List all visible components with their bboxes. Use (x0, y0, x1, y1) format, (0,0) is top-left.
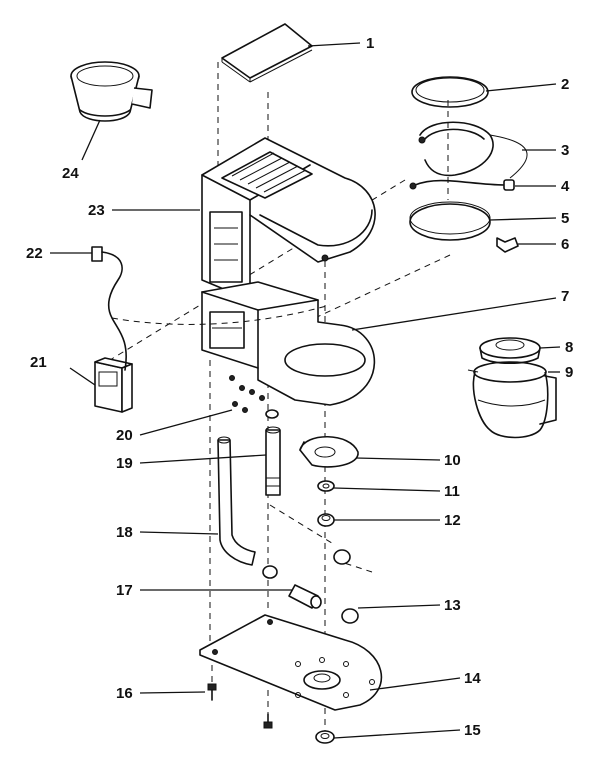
part-18-elbow-hose (217, 436, 256, 566)
part-14-label: 14 (464, 670, 481, 687)
part-12-label: 12 (444, 512, 461, 529)
part-19-label: 19 (116, 455, 133, 472)
part-3-heating-element (418, 121, 528, 179)
part-15-foot (315, 730, 335, 744)
part-4-label: 4 (561, 178, 570, 195)
part-5-reflector-ring (409, 201, 491, 241)
part-24-label: 24 (62, 165, 79, 182)
part-16-screws (207, 683, 273, 729)
part-20-screws (229, 375, 265, 413)
part-17-label: 17 (116, 582, 133, 599)
part-12-nut (317, 513, 335, 527)
part-10-valve-plate (299, 435, 359, 468)
part-19-tube (265, 409, 281, 496)
part-21-switch-box (94, 357, 133, 413)
part-number-labels: 1 2 3 4 5 6 7 8 9 10 11 12 13 14 15 16 1… (26, 35, 573, 739)
part-14-base-plate (199, 614, 383, 711)
part-3-label: 3 (561, 142, 569, 159)
part-9-carafe (467, 361, 557, 439)
part-13-label: 13 (444, 597, 461, 614)
part-6-clip-bracket (496, 237, 519, 253)
part-4-wire-lead (409, 179, 515, 191)
part-23-upper-housing (201, 137, 376, 301)
part-22-connector-cord (91, 246, 331, 371)
part-8-label: 8 (565, 339, 573, 356)
part-8-carafe-lid (479, 337, 541, 365)
part-11-label: 11 (444, 483, 460, 500)
part-2-gasket-ring (411, 76, 489, 108)
part-1-lid-plate (221, 23, 313, 83)
part-17-coupling (262, 565, 322, 609)
part-22-label: 22 (26, 245, 43, 262)
part-13-fitting (333, 549, 359, 624)
part-11-grommet (317, 480, 335, 492)
part-20-label: 20 (116, 427, 133, 444)
part-5-label: 5 (561, 210, 569, 227)
part-2-label: 2 (561, 76, 569, 93)
leader-lines (50, 42, 561, 739)
vent-grille (221, 151, 313, 199)
part-23-label: 23 (88, 202, 105, 219)
part-24-filter-basket (70, 61, 153, 122)
part-10-label: 10 (444, 452, 461, 469)
part-1-label: 1 (366, 35, 374, 52)
part-6-label: 6 (561, 236, 569, 253)
part-21-label: 21 (30, 354, 47, 371)
part-16-label: 16 (116, 685, 133, 702)
part-7-base-housing (201, 281, 376, 406)
part-9-label: 9 (565, 364, 573, 381)
part-18-label: 18 (116, 524, 133, 541)
part-15-label: 15 (464, 722, 481, 739)
part-7-label: 7 (561, 288, 569, 305)
